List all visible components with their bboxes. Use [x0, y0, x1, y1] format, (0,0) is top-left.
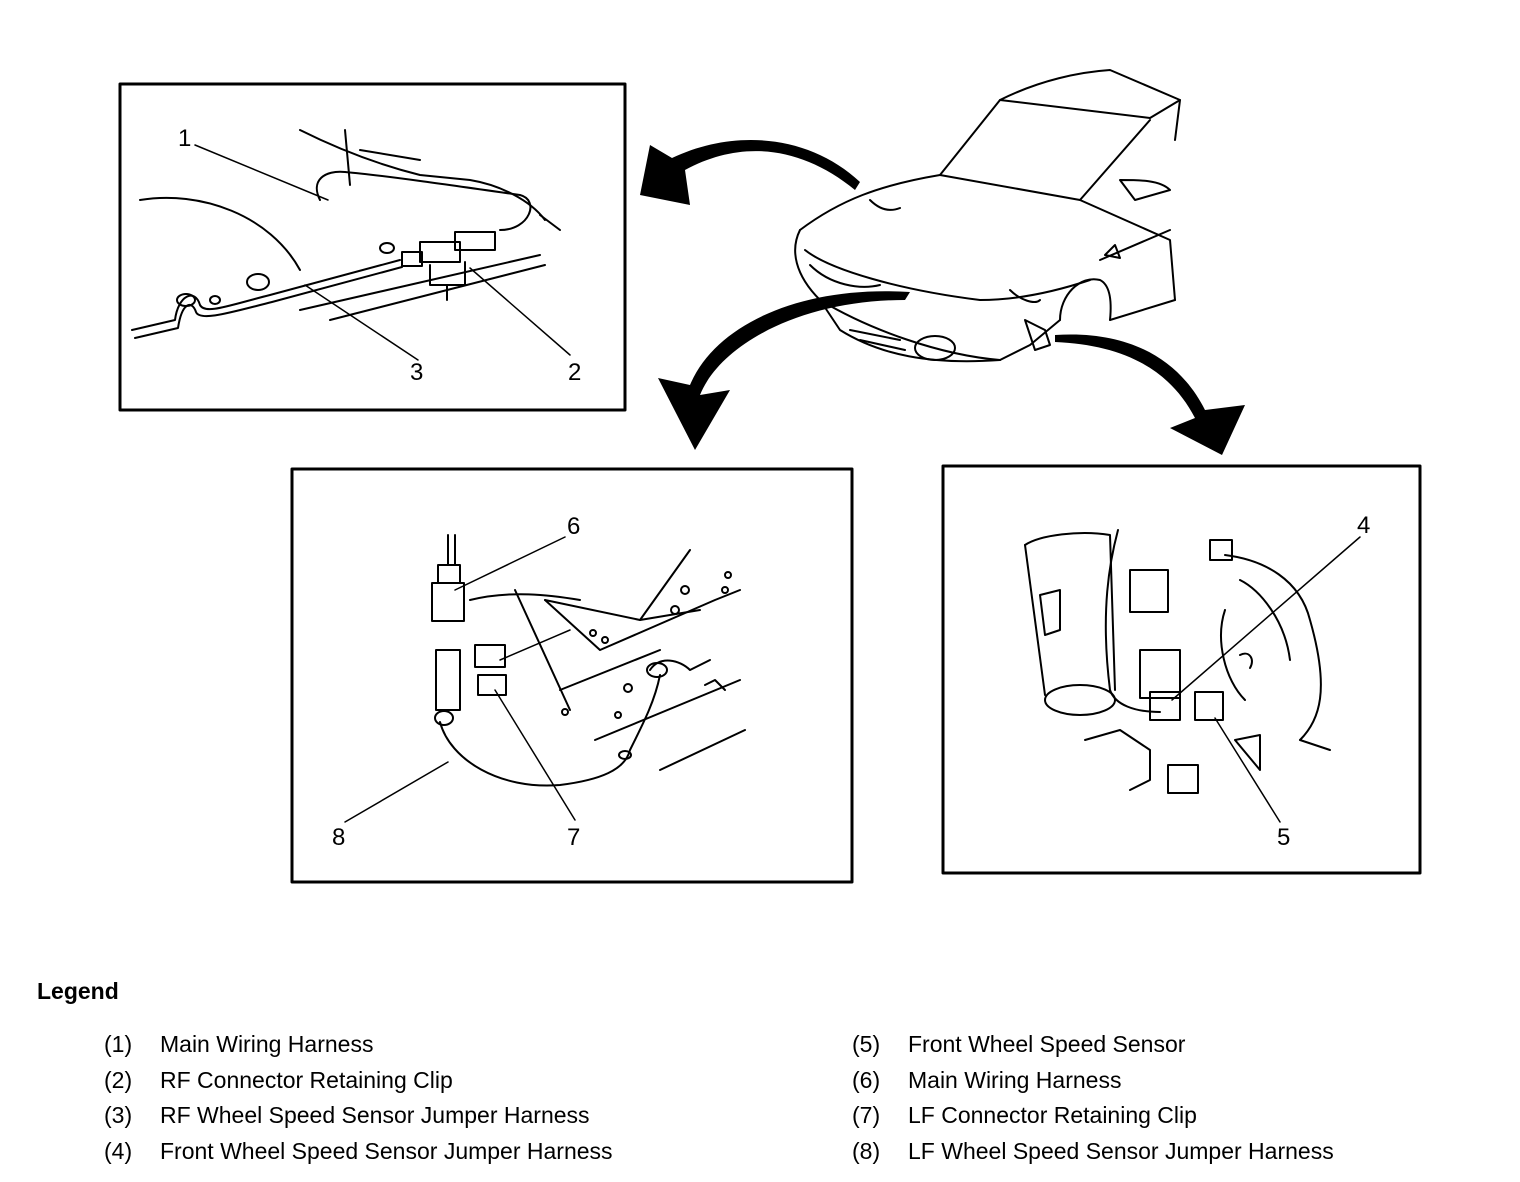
legend-item-number: (4): [104, 1137, 133, 1164]
callout-1: 1: [178, 125, 191, 152]
legend-item: (6) Main Wiring Harness: [852, 1063, 1334, 1099]
arrow-to-rf-view: [640, 139, 860, 205]
legend-item-label: LF Connector Retaining Clip: [908, 1102, 1197, 1129]
legend-item-number: (8): [852, 1137, 881, 1164]
legend-column-left: (1) Main Wiring Harness (2) RF Connector…: [104, 1027, 613, 1169]
legend-item: (4) Front Wheel Speed Sensor Jumper Harn…: [104, 1134, 613, 1170]
callout-8: 8: [332, 824, 345, 851]
callout-numbers: 1 2 3 4 5 6 7 8: [178, 125, 1370, 851]
arrow-to-lf-view: [658, 291, 910, 450]
lf-leader-lines: [344, 536, 576, 823]
callout-2: 2: [568, 359, 581, 386]
callout-6: 6: [567, 513, 580, 540]
legend-item: (1) Main Wiring Harness: [104, 1027, 613, 1063]
legend-item-label: Main Wiring Harness: [160, 1031, 374, 1058]
legend-item: (5) Front Wheel Speed Sensor: [852, 1027, 1334, 1063]
callout-7: 7: [567, 824, 580, 851]
legend-item-label: Front Wheel Speed Sensor: [908, 1031, 1186, 1058]
legend-item-label: RF Connector Retaining Clip: [160, 1066, 453, 1093]
legend-item-number: (6): [852, 1066, 881, 1093]
legend-item-number: (2): [104, 1066, 133, 1093]
rf-leader-lines: [194, 144, 571, 361]
sensor-detail-panel: [941, 464, 1422, 875]
legend-item: (3) RF Wheel Speed Sensor Jumper Harness: [104, 1098, 613, 1134]
callout-4: 4: [1357, 512, 1370, 539]
legend-item-number: (1): [104, 1031, 133, 1058]
legend-item-number: (5): [852, 1031, 881, 1058]
diagram-artwork: 1 2 3 4 5 6 7 8: [118, 69, 1422, 884]
rf-detail-panel: [118, 82, 627, 412]
sensor-leader-lines: [1171, 536, 1361, 823]
legend-item-label: Front Wheel Speed Sensor Jumper Harness: [160, 1137, 613, 1164]
legend-item-label: LF Wheel Speed Sensor Jumper Harness: [908, 1137, 1334, 1164]
legend-item-number: (3): [104, 1102, 133, 1129]
legend-item-number: (7): [852, 1102, 881, 1129]
sensor-detail-art: [1024, 529, 1331, 794]
legend-item: (8) LF Wheel Speed Sensor Jumper Harness: [852, 1134, 1334, 1170]
legend-column-right: (5) Front Wheel Speed Sensor (6) Main Wi…: [852, 1027, 1334, 1169]
legend-item: (7) LF Connector Retaining Clip: [852, 1098, 1334, 1134]
legend-title: Legend: [37, 978, 119, 1004]
rf-detail-art: [131, 129, 561, 339]
arrow-to-sensor-view: [1055, 334, 1245, 455]
callout-5: 5: [1277, 824, 1290, 851]
lf-detail-art: [431, 534, 746, 787]
legend-item-label: RF Wheel Speed Sensor Jumper Harness: [160, 1102, 590, 1129]
legend-item: (2) RF Connector Retaining Clip: [104, 1063, 613, 1099]
callout-arrows: [640, 139, 1245, 455]
callout-3: 3: [410, 359, 423, 386]
lf-detail-panel: [290, 467, 854, 884]
legend-item-label: Main Wiring Harness: [908, 1066, 1122, 1093]
vehicle-illustration: [794, 69, 1181, 363]
